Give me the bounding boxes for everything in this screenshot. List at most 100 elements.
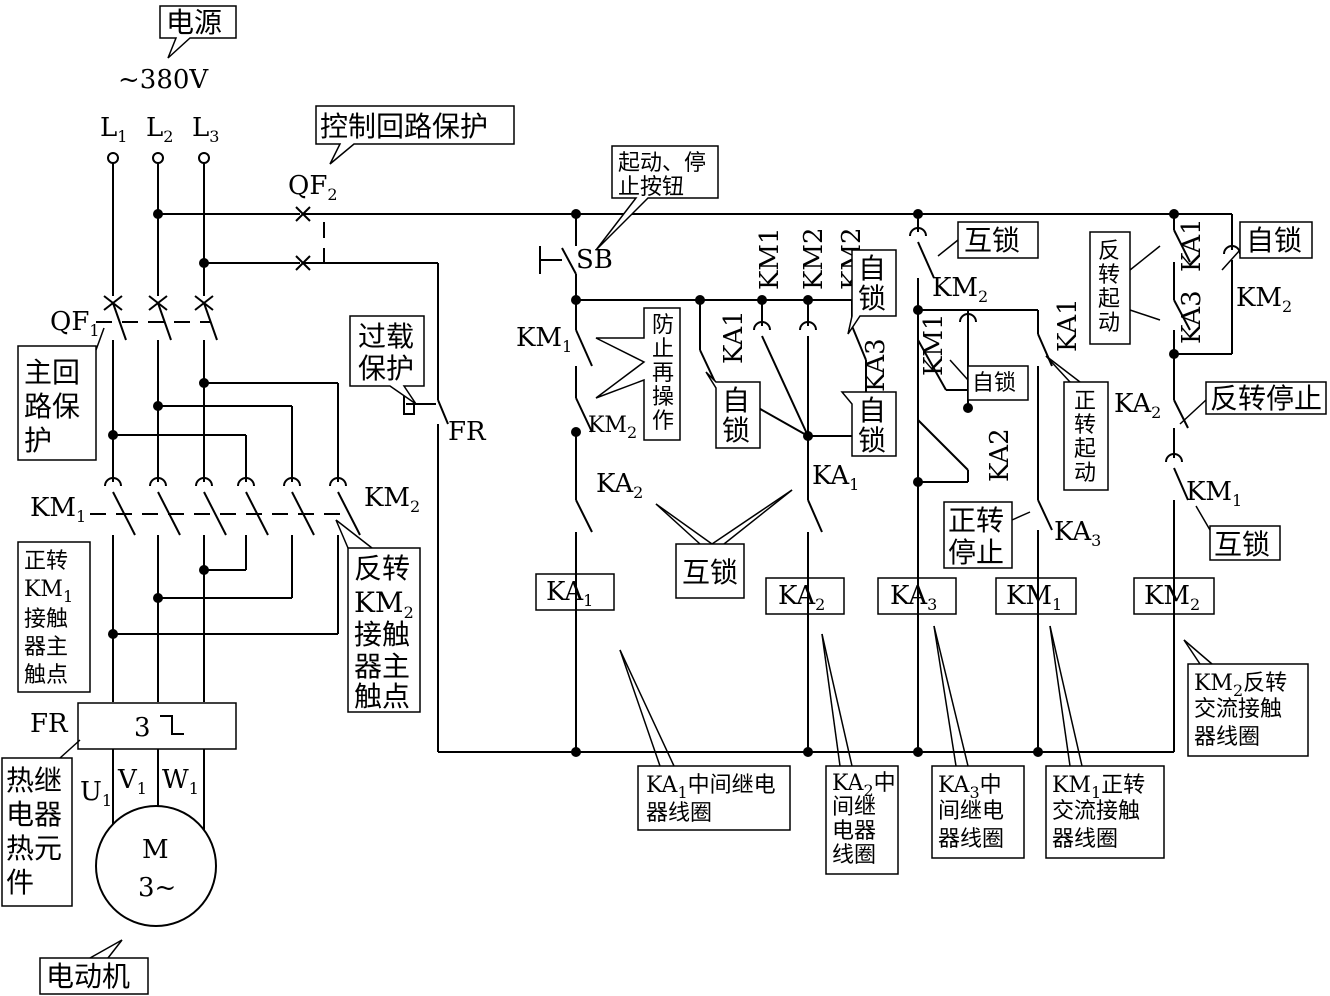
ka1-contact-label: KA1 [812,461,859,494]
svg-text:器线圈: 器线圈 [1194,725,1260,750]
ka2-contact-label: KA2 [596,469,643,502]
km2-coil-callout: KM2反转 交流接触 器线圈 [1183,639,1309,757]
coil-ka3-label: KA3 [890,581,937,614]
interlock-callout-center: 互锁 [655,489,793,599]
svg-text:作: 作 [652,409,674,434]
svg-text:反: 反 [1098,239,1120,264]
fr-thermal-element: FR 3 [30,702,237,750]
svg-text:护: 护 [24,424,52,457]
interlock-callout-km1: 互锁 [1195,505,1281,561]
svg-text:KM2: KM2 [354,586,414,622]
svg-text:自: 自 [858,394,886,427]
self-lock-callout-5: 自锁 [1221,221,1313,271]
svg-text:起: 起 [1074,437,1096,462]
coil-ka2: KA2 [765,577,845,615]
svg-text:KM2反转: KM2反转 [1194,671,1287,700]
svg-text:器主: 器主 [354,650,410,683]
svg-text:动: 动 [1074,461,1096,486]
svg-text:路保: 路保 [24,390,80,423]
svg-text:KA3: KA3 [861,338,891,392]
phase-labels: L1 L2 L3 [100,113,219,146]
forward-contacts-callout: 正转 KM1 接触 器主 触点 [17,541,91,693]
self-lock-callout-3: 自 锁 [840,391,897,457]
coil-km1-label: KM1 [1006,581,1062,614]
motor-callout: 电动机 [39,939,149,995]
km1-main-contacts [104,477,227,702]
motor: M 3~ [95,805,217,927]
svg-text:反转: 反转 [354,552,410,585]
svg-text:热继: 热继 [6,764,62,797]
power-source-label: 电源 [166,6,222,39]
svg-text:自锁: 自锁 [1246,224,1302,257]
svg-text:止: 止 [652,337,674,362]
svg-text:起动、停: 起动、停 [618,151,706,176]
svg-text:触点: 触点 [354,680,410,713]
svg-text:正转: 正转 [948,504,1004,537]
svg-text:动: 动 [1098,311,1120,336]
qf1-breaker: QF1 [50,295,218,341]
qf1-label: QF1 [50,307,100,340]
motor-terminal-w: W1 [162,765,199,798]
qf2-label: QF2 [288,171,338,204]
svg-text:KA1: KA1 [1177,218,1207,272]
svg-text:自: 自 [858,252,886,285]
svg-text:KA1: KA1 [1053,298,1083,352]
control-protect-callout: 控制回路保护 [315,105,515,165]
power-source-callout: 电源 [159,5,237,59]
main-protect-callout: 主回 路保 护 [17,327,105,461]
svg-text:KA3中: KA3中 [938,773,1002,802]
svg-text:KM2: KM2 [799,227,829,290]
coil-ka3: KA3 [877,577,957,615]
svg-text:正: 正 [1074,389,1096,414]
km1-coil-callout: KM1正转 交流接触 器线圈 [1045,625,1165,859]
fr-label: FR [30,709,69,739]
coil-ka1: KA1 [535,573,615,611]
svg-text:锁: 锁 [858,282,886,315]
phase-l1-label: L1 [100,113,127,146]
svg-text:保护: 保护 [358,352,414,385]
svg-text:自: 自 [722,384,750,417]
self-lock-callout-4: 自锁 [949,359,1029,401]
main-circuit: QF1 [30,152,420,927]
svg-text:转: 转 [1074,413,1096,438]
svg-text:操: 操 [652,385,674,410]
svg-text:器线圈: 器线圈 [646,801,712,826]
svg-text:反转停止: 反转停止 [1210,382,1322,415]
ka1-coil-callout: KA1中间继电 器线圈 [619,649,791,831]
svg-text:KA2: KA2 [985,428,1015,482]
ka2-coil-callout: KA2中 间继 电器 线圈 [821,633,899,875]
svg-text:KM1正转: KM1正转 [1052,773,1145,802]
svg-text:器主: 器主 [24,635,68,660]
km1-contact-label: KM1 [516,323,572,356]
svg-text:间继电: 间继电 [938,799,1004,824]
reverse-start-callout: 反 转 起 动 [1089,231,1161,345]
coil-ka1-label: KA1 [546,577,593,610]
svg-text:KA1中间继电: KA1中间继电 [646,773,776,802]
svg-text:互锁: 互锁 [1214,528,1270,561]
control-circuit: QF2 FR SB KM1 KM2 KA2 [288,171,1292,757]
motor-label: M [142,835,169,865]
svg-text:正转: 正转 [24,549,68,574]
svg-text:器线圈: 器线圈 [938,827,1004,852]
motor-phase-label: 3~ [138,873,176,903]
km2-contact-label: KM2 [588,413,637,442]
reverse-contacts-callout: 反转 KM2 接触 器主 触点 [335,519,421,713]
km2-main-label: KM2 [364,483,420,516]
motor-terminal-v: V1 [117,765,147,798]
overload-callout: 过载 保护 [349,315,425,405]
svg-text:防: 防 [652,313,674,338]
fr-box-number: 3 [134,713,151,743]
svg-text:KA3: KA3 [1177,290,1207,344]
svg-text:接触: 接触 [354,618,410,651]
fr-contact-label: FR [448,417,487,447]
svg-text:互锁: 互锁 [964,224,1020,257]
svg-text:电器: 电器 [6,798,62,831]
coil-km2-label: KM2 [1144,581,1200,614]
svg-text:接触: 接触 [24,607,68,632]
ka3-contact-label: KA3 [1054,517,1101,550]
l1-terminal [107,152,119,164]
self-lock-callout-2: 自 锁 [847,249,897,335]
svg-text:器线圈: 器线圈 [1052,827,1118,852]
svg-text:触点: 触点 [24,663,68,688]
